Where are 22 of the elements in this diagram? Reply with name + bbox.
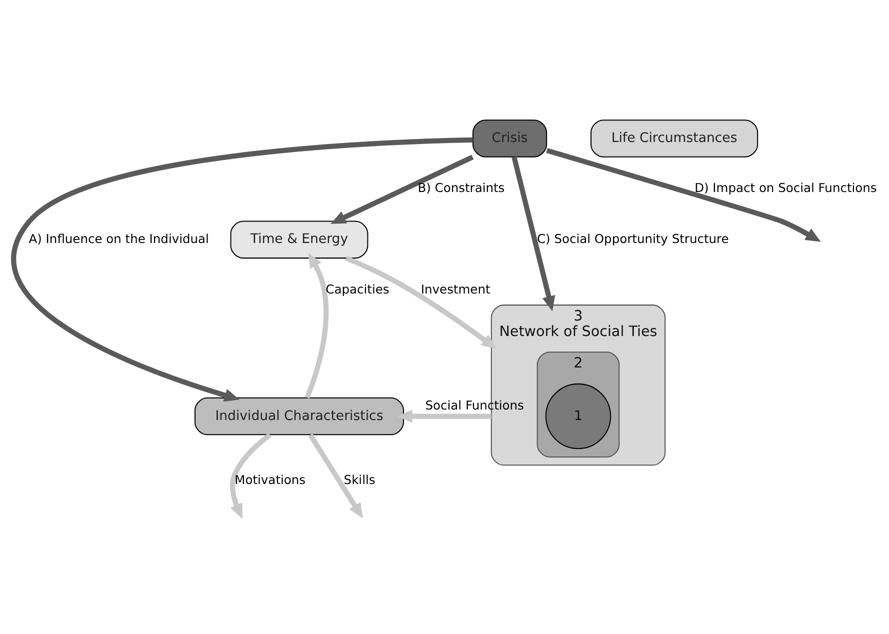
node-box: Crisis bbox=[472, 120, 547, 158]
arrow bbox=[546, 148, 820, 242]
edge-label: B) Constraints bbox=[417, 181, 504, 196]
arrow bbox=[230, 432, 271, 518]
arrow bbox=[396, 410, 491, 423]
edge-label: Skills bbox=[343, 473, 375, 488]
arrow bbox=[511, 156, 555, 312]
edge-label: A) Influence on the Individual bbox=[28, 232, 208, 246]
node-box: Time & Energy bbox=[230, 220, 368, 259]
arrow bbox=[330, 154, 474, 224]
node-box: Individual Characteristics bbox=[194, 397, 404, 436]
edge-label: D) Impact on Social Functions bbox=[694, 181, 876, 196]
arrow bbox=[304, 252, 328, 399]
edge-label: Motivations bbox=[234, 473, 306, 488]
node-circle: 1 bbox=[544, 383, 611, 450]
node-box: Life Circumstances bbox=[590, 120, 758, 158]
arrow bbox=[344, 256, 496, 349]
edge-label: C) Social Opportunity Structure bbox=[536, 232, 728, 246]
edge-label: Capacities bbox=[325, 282, 389, 296]
arrow bbox=[308, 434, 362, 518]
edge-label: Investment bbox=[420, 282, 490, 296]
arrow bbox=[10, 137, 472, 402]
